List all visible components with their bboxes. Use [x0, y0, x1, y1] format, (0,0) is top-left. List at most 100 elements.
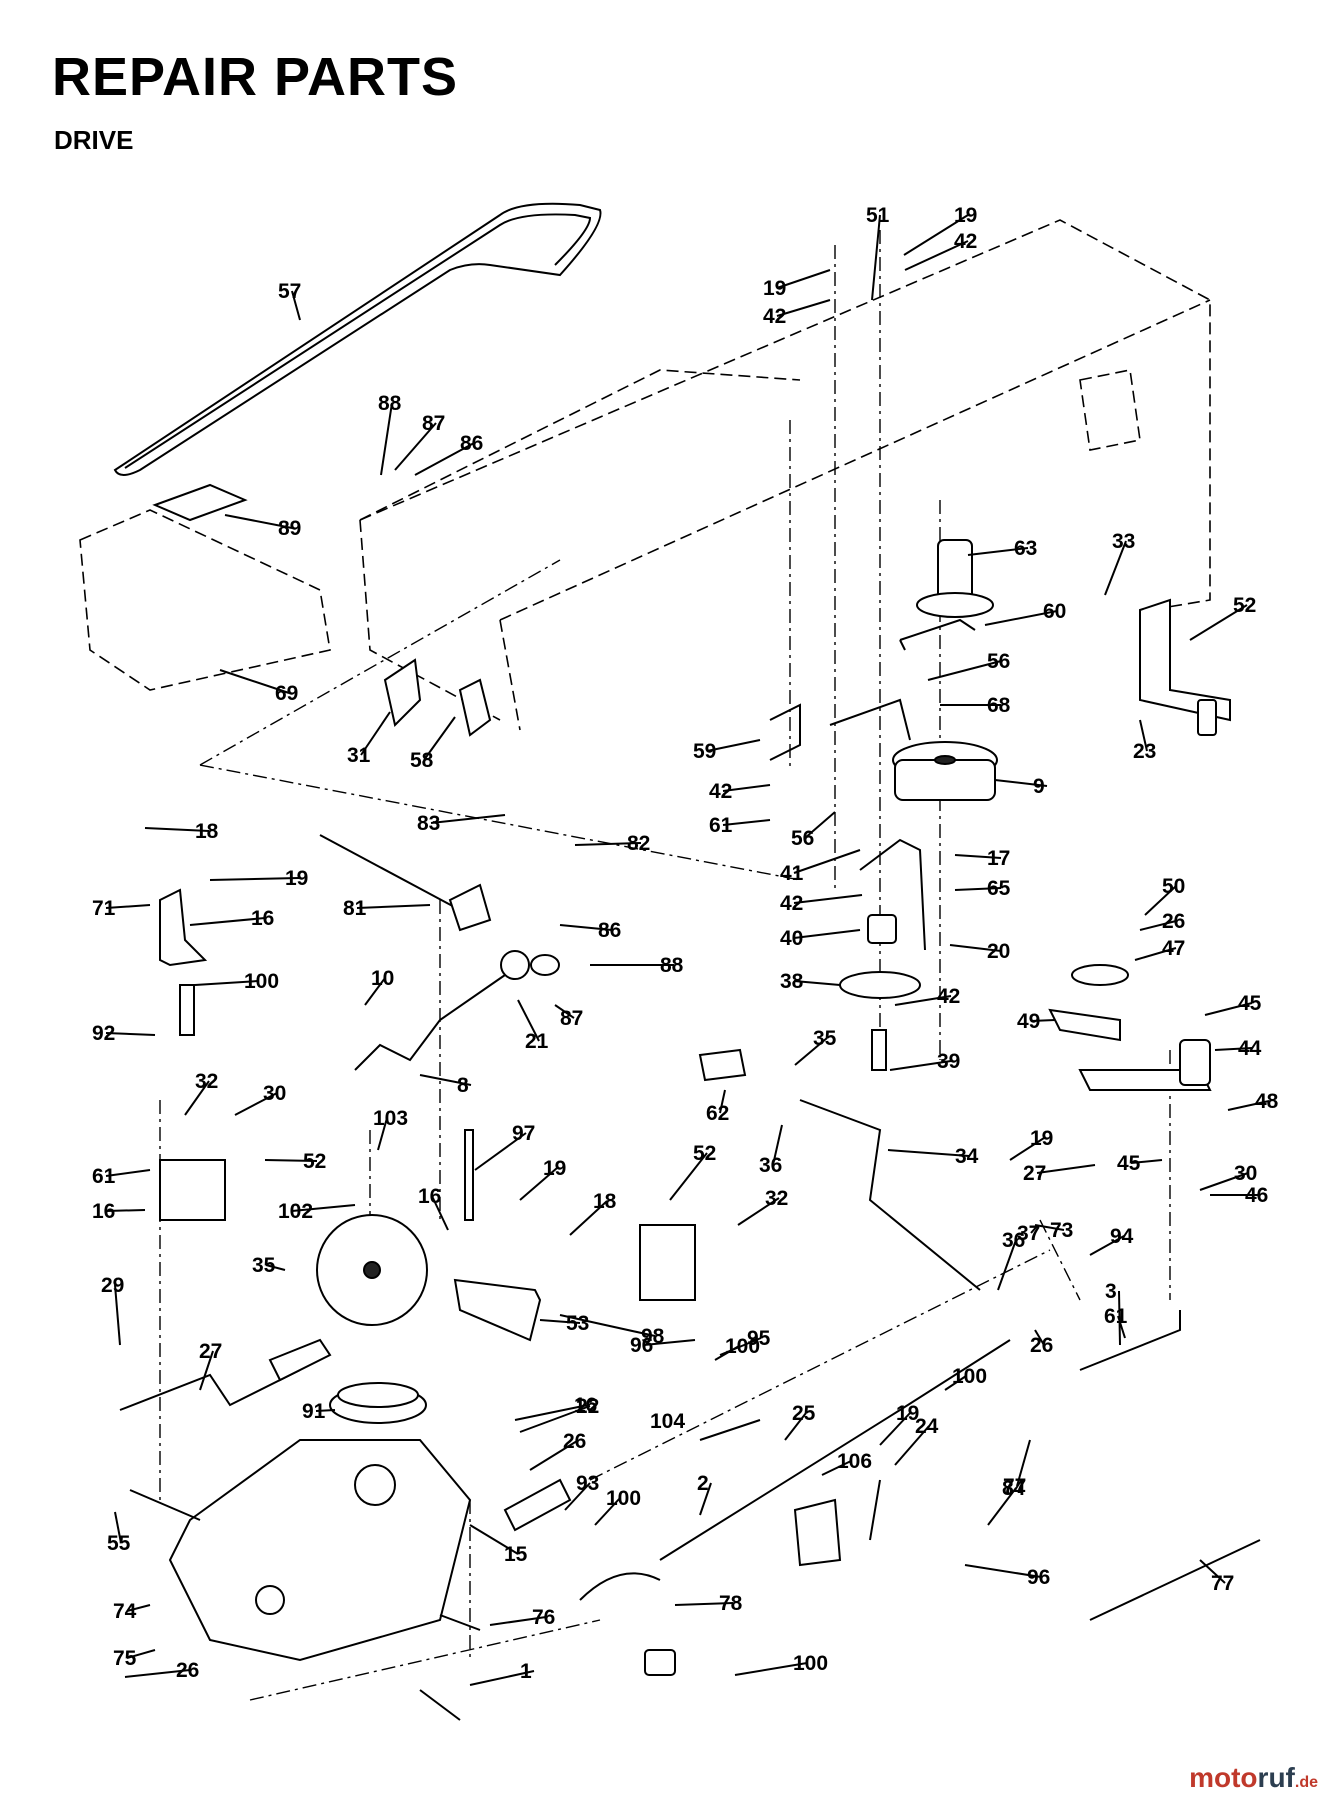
- callout-88: 88: [378, 392, 402, 415]
- callout-leader-103: [377, 1117, 388, 1151]
- callout-96: 96: [1027, 1566, 1050, 1589]
- callout-leader-36: [772, 1124, 783, 1166]
- callout-leader-48: [1227, 1100, 1270, 1111]
- callout-leader-63: [967, 547, 1029, 556]
- callout-leader-25: [784, 1412, 807, 1441]
- callout-102: 102: [278, 1200, 313, 1223]
- callout-95: 95: [747, 1327, 771, 1350]
- callout-59: 59: [693, 740, 716, 763]
- callout-leader-26: [529, 1440, 578, 1471]
- callout-leader-35: [265, 1264, 286, 1271]
- callout-26: 26: [1162, 910, 1185, 933]
- callout-56: 56: [987, 650, 1010, 673]
- callout-42: 42: [780, 892, 803, 915]
- callout-leader-45: [1204, 1002, 1253, 1016]
- callout-81: 81: [343, 897, 367, 920]
- callout-leader-19: [1009, 1137, 1045, 1161]
- callout-leader-24: [894, 1425, 930, 1466]
- bracket-49: [1048, 1008, 1121, 1042]
- callout-92: 92: [92, 1022, 115, 1045]
- bracket-30-left: [159, 1159, 226, 1221]
- callout-leader-18: [144, 827, 210, 832]
- callout-42: 42: [709, 780, 732, 803]
- bracket-81: [448, 883, 492, 932]
- callout-44: 44: [1238, 1037, 1262, 1060]
- callout-52: 52: [693, 1142, 716, 1165]
- callout-leader-26: [124, 1669, 191, 1678]
- callout-106: 106: [837, 1450, 872, 1473]
- callout-9: 9: [1033, 775, 1045, 798]
- callout-25: 25: [792, 1402, 816, 1425]
- callout-leader-88: [380, 402, 393, 476]
- callout-97: 97: [512, 1122, 535, 1145]
- callout-leader-93: [564, 1482, 591, 1511]
- watermark-part1: moto: [1189, 1762, 1258, 1793]
- drive-belt: [113, 202, 602, 476]
- callout-19: 19: [763, 277, 786, 300]
- callout-15: 15: [504, 1543, 528, 1566]
- callout-leader-60: [984, 610, 1058, 626]
- callout-83: 83: [417, 812, 440, 835]
- callout-leader-86: [414, 442, 475, 476]
- spacer-40: [867, 914, 897, 944]
- callout-leader-97: [474, 1132, 527, 1171]
- callout-10: 10: [371, 967, 394, 990]
- callout-leader-47: [1134, 947, 1177, 961]
- callout-leader-96: [964, 1564, 1042, 1578]
- grip-62: [698, 1048, 747, 1082]
- callout-leader-100: [714, 1345, 740, 1361]
- callout-leader-51: [871, 214, 881, 301]
- callout-leader-106: [821, 1460, 852, 1476]
- callout-leader-100: [944, 1375, 967, 1391]
- callout-31: 31: [347, 744, 371, 767]
- callout-leader-77: [1199, 1559, 1226, 1584]
- callout-leader-30: [1199, 1172, 1249, 1191]
- page-title: REPAIR PARTS: [52, 47, 459, 107]
- callout-leader-18: [569, 1200, 608, 1236]
- fan-94: [316, 1214, 428, 1326]
- bracket-23: [1139, 598, 1231, 722]
- callout-39: 39: [937, 1050, 960, 1073]
- callout-leader-34: [887, 1149, 970, 1157]
- callout-30: 30: [1234, 1162, 1257, 1185]
- callout-61: 61: [1104, 1305, 1128, 1328]
- callout-104: 104: [650, 1410, 685, 1433]
- callout-leader-83: [430, 814, 506, 824]
- callout-51: 51: [866, 204, 890, 227]
- callout-18: 18: [195, 820, 219, 843]
- callout-leader-92: [105, 1032, 156, 1036]
- callout-leader-42: [894, 995, 952, 1006]
- callout-leader-19: [519, 1167, 558, 1201]
- callout-77: 77: [1211, 1572, 1234, 1595]
- callout-19: 19: [1030, 1127, 1053, 1150]
- callout-leader-52: [1189, 604, 1248, 641]
- callout-leader-42: [776, 299, 831, 317]
- callout-leader-16: [514, 1404, 589, 1421]
- callout-leader-9: [994, 779, 1048, 787]
- callout-leader-61: [105, 1169, 151, 1177]
- callout-52: 52: [303, 1150, 326, 1173]
- callout-leader-53: [539, 1319, 581, 1324]
- callout-37: 37: [1017, 1222, 1040, 1245]
- callout-23: 23: [1133, 740, 1156, 763]
- bolt-92: [179, 984, 195, 1036]
- callout-100: 100: [793, 1652, 828, 1675]
- callout-leader-74: [126, 1604, 151, 1612]
- callout-leader-58: [423, 716, 456, 761]
- callout-35: 35: [813, 1027, 837, 1050]
- callout-63: 63: [1014, 537, 1037, 560]
- callout-91: 91: [302, 1400, 326, 1423]
- page-subtitle: DRIVE: [54, 125, 134, 155]
- callout-leader-104: [663, 1419, 666, 1422]
- callout-leader-19: [776, 269, 831, 289]
- callout-61: 61: [92, 1165, 116, 1188]
- callout-19: 19: [954, 204, 977, 227]
- chassis-frame: [79, 219, 1211, 731]
- bolt-39: [871, 1029, 887, 1071]
- callout-96: 96: [630, 1334, 653, 1357]
- callout-100: 100: [606, 1487, 641, 1510]
- callout-42: 42: [937, 985, 960, 1008]
- callout-leader-29: [114, 1284, 121, 1346]
- callout-leader-75: [126, 1649, 156, 1659]
